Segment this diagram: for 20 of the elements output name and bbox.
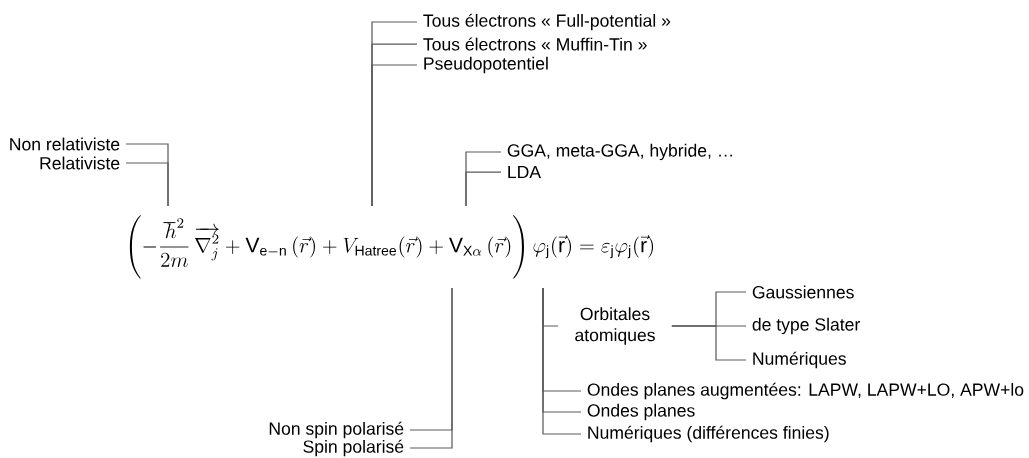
- equation: $\left(-\frac{\hbar^{2}}{2m}\,\overrightarrow{\nabla_{j}^{2}}+\mathrm{V}_{\mathrm{e-n}}\,(\vec{r})+V_{\mathrm{Hatree}}(\vec{r})+\mathrm{V}_{\mathrm{X}\alpha}\,(\vec{r})\right)\varphi_{\mathrm{j}}(\vec{\mathrm{r}})=\varepsilon_{\mathrm{j}}\varphi_{\mathrm{j}}(\vec{\mathrm{r}})$: [129, 215, 654, 279]
- branch-label: Gaussiennes: [752, 285, 854, 299]
- connector: [465, 171, 502, 207]
- branch-label: Relativiste: [40, 156, 120, 170]
- connector: [671, 325, 747, 361]
- branch-label: Spin polarisé: [303, 439, 404, 457]
- branch-label: Pseudopotentiel: [424, 56, 548, 74]
- branch-label: LDA: [508, 165, 542, 179]
- branch-label: GGA, meta-GGA, hybride, …: [507, 143, 732, 161]
- branch-label: Non spin polarisé: [269, 421, 404, 439]
- branch-label: de type Slater: [752, 317, 860, 335]
- branch-label: Tous électrons « Muffin-Tin »: [423, 37, 647, 51]
- branch-label: Numériques: [753, 351, 846, 369]
- branch-label: Tous électrons « Full-potential »: [423, 13, 671, 31]
- branch-label: Numériques (différences finies): [588, 425, 829, 443]
- branch-label: Orbitales atomiques: [575, 307, 655, 345]
- branch-label: Non relativiste: [10, 137, 120, 151]
- branch-label: Ondes planes: [587, 403, 695, 421]
- connector: [125, 162, 169, 207]
- branch-label: Ondes planes augmentées: LAPW, LAPW+LO, APW+lo: [587, 382, 1024, 400]
